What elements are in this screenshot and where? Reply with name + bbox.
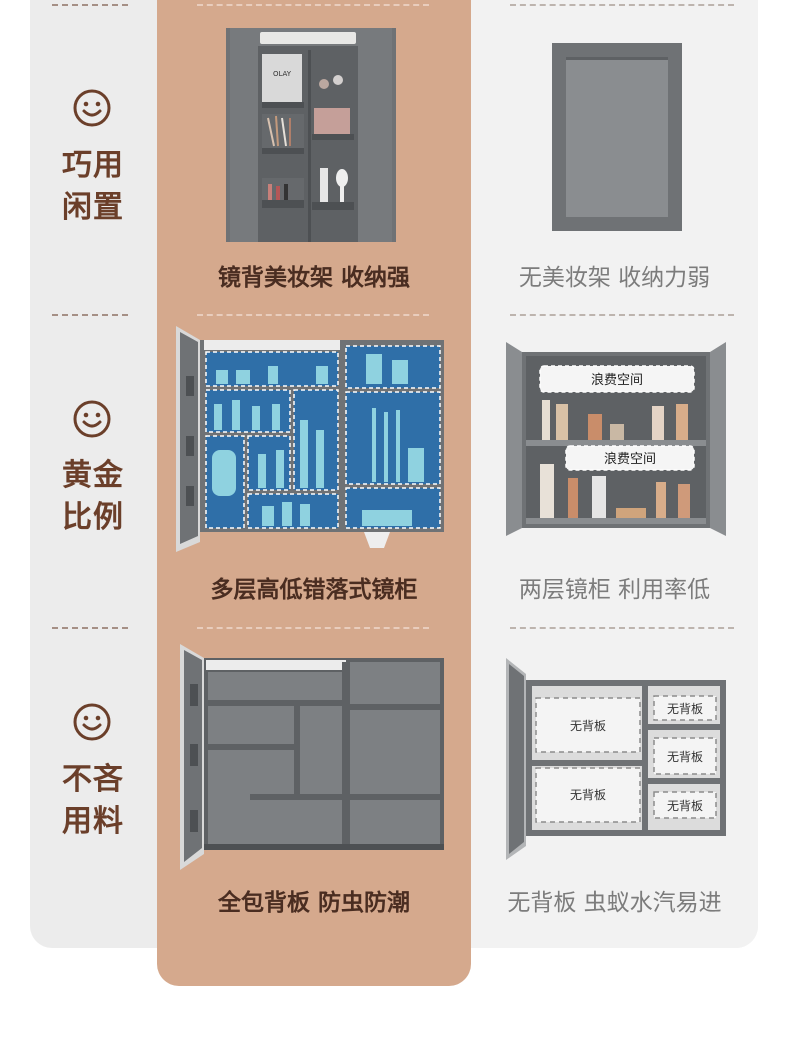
no-back-panel-tag: 无背板	[667, 702, 703, 716]
waste-space-tag: 浪费空间	[591, 373, 643, 388]
feature-label-row2: 黄金 比例	[50, 455, 136, 539]
mirror-back-makeup-rack-image: OLAY	[226, 28, 396, 242]
feature-label-row1: 巧用 闲置	[50, 145, 136, 229]
separator-line	[52, 314, 128, 316]
waste-space-tag: 浪费空间	[604, 452, 656, 467]
separator-line	[510, 4, 734, 6]
good-caption-row2: 多层高低错落式镜柜	[210, 577, 418, 603]
separator-line	[52, 627, 128, 629]
plain-door-image	[552, 43, 682, 231]
cream-box-label: OLAY	[273, 70, 292, 78]
smiley-icon	[73, 89, 111, 127]
feature-label-line: 闲置	[62, 190, 124, 225]
separator-line	[52, 4, 128, 6]
smiley-icon	[73, 400, 111, 438]
feature-label-line: 巧用	[62, 148, 124, 183]
bad-caption-row2: 两层镜柜 利用率低	[518, 577, 711, 603]
bad-caption-row1: 无美妆架 收纳力弱	[518, 265, 711, 291]
smiley-icon	[73, 703, 111, 741]
separator-line	[197, 4, 429, 6]
no-back-panel-tag: 无背板	[667, 799, 703, 813]
bad-caption-row3: 无背板 虫蚁水汽易进	[507, 890, 722, 916]
no-back-panel-tag: 无背板	[570, 788, 606, 802]
separator-line	[510, 314, 734, 316]
feature-label-line: 不吝	[62, 762, 124, 797]
feature-label-line: 用料	[62, 804, 124, 839]
full-back-panel-cabinet-image	[180, 644, 444, 870]
no-back-panel-tag: 无背板	[667, 750, 703, 764]
separator-line	[510, 627, 734, 629]
no-back-panel-tag: 无背板	[570, 719, 606, 733]
multi-tier-cabinet-image	[176, 326, 444, 552]
feature-label-line: 比例	[62, 500, 124, 535]
separator-line	[197, 627, 429, 629]
good-caption-row3: 全包背板 防虫防潮	[217, 890, 410, 916]
no-back-panel-cabinet-image: 无背板 无背板 无背板 无背板 无背板	[506, 658, 726, 860]
feature-label-row3: 不吝 用料	[50, 759, 136, 843]
feature-label-line: 黄金	[62, 458, 124, 493]
good-caption-row1: 镜背美妆架 收纳强	[217, 265, 410, 291]
separator-line	[197, 314, 429, 316]
two-tier-cabinet-image: 浪费空间 浪费空间	[506, 342, 726, 536]
